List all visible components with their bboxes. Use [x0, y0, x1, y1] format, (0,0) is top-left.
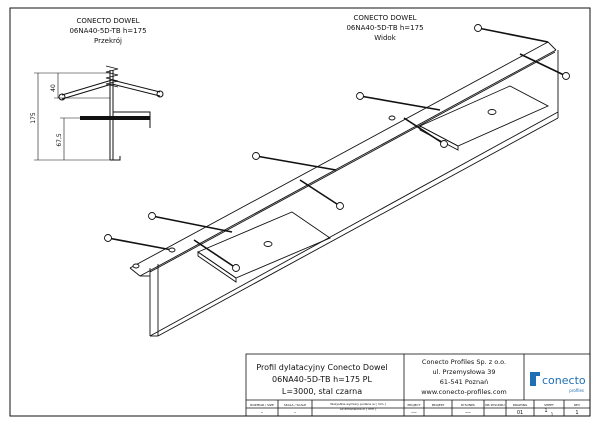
logo-mark-icon — [530, 372, 536, 386]
dim-175: 175 — [30, 112, 37, 124]
tb-val-rozmiar: - — [261, 410, 263, 416]
tb-val-c: 01 — [517, 410, 523, 416]
tb-hdr-rysunek: RYSUNEK — [461, 403, 476, 407]
tb-hdr-drawing: DRAWING — [513, 403, 528, 407]
tb-hdr-rev: REV — [574, 403, 581, 407]
section-title-3: Przekrój — [94, 37, 122, 45]
tb-company-4: www.conecto-profiles.com — [421, 388, 507, 396]
title-block — [245, 353, 591, 417]
sheet-frame — [9, 7, 591, 417]
tb-desc-2: 06NA40-5D-TB h=175 PL — [272, 375, 372, 384]
tb-hdr-projekt: PROJEKT — [432, 403, 445, 407]
tb-val-sheet-num: 1 — [544, 408, 547, 414]
tb-val-sheet-den: 1 — [551, 412, 554, 417]
tb-hdr-nr: NR RYSUNKU — [485, 403, 504, 407]
tb-val-a: --- — [411, 410, 417, 416]
section-view: CONECTO DOWEL 06NA40-5D-TB h=175 Przekró… — [30, 17, 164, 161]
iso-view: CONECTO DOWEL 06NA40-5D-TB h=175 Widok — [104, 14, 570, 337]
tb-desc-3: L=3000, stal czarna — [282, 387, 362, 396]
logo-sub: profiles — [569, 388, 584, 393]
tb-desc-1: Profil dylatacyjny Conecto Dowel — [256, 363, 387, 372]
section-title-2: 06NA40-5D-TB h=175 — [69, 27, 146, 35]
tb-company-3: 61-541 Poznań — [440, 378, 488, 386]
tb-val-b: --- — [465, 410, 471, 416]
tb-company-1: Conecto Profiles Sp. z o.o. — [422, 358, 506, 366]
tb-val-skala: - — [294, 410, 296, 416]
tb-hdr-note-1: Wszystkie wymiary podane w [ mm ] — [330, 402, 385, 406]
iso-title-3: Widok — [374, 34, 396, 42]
tb-hdr-sheet: SHEET — [544, 403, 554, 407]
company-logo: conecto profiles — [530, 372, 586, 393]
iso-title-1: CONECTO DOWEL — [353, 14, 416, 22]
tb-hdr-rozmiar: ROZMIAR / SIZE — [250, 403, 274, 407]
tb-val-rev: 1 — [575, 410, 578, 416]
dim-40: 40 — [50, 84, 57, 92]
section-title-1: CONECTO DOWEL — [76, 17, 139, 25]
tb-company-2: ul. Przemysłowa 39 — [433, 368, 496, 376]
tb-hdr-project: PROJECT — [408, 403, 421, 407]
iso-title-2: 06NA40-5D-TB h=175 — [346, 24, 423, 32]
dim-67-5: 67,5 — [56, 133, 63, 147]
logo-text: conecto — [542, 374, 586, 387]
tb-hdr-skala: SKALA / SCALE — [284, 403, 306, 407]
section-plate — [80, 116, 150, 120]
tb-hdr-note-2: All dimensions in [ mm ] — [340, 407, 377, 411]
